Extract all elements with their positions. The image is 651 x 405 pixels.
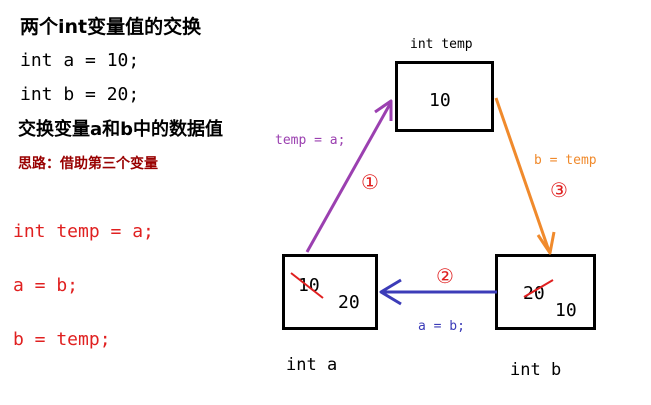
temp-box: 10 (395, 61, 494, 132)
b-new-value: 10 (555, 300, 577, 321)
page-title: 两个int变量值的交换 (20, 16, 202, 38)
a-new-value: 20 (338, 292, 360, 313)
arrow-temp-to-b (494, 97, 556, 255)
arrow-2-text: a = b; (418, 319, 465, 334)
declaration-b: int b = 20; (20, 84, 140, 105)
temp-label: int temp (410, 37, 473, 52)
step-2-marker: ② (436, 264, 454, 288)
step-1-marker: ① (361, 170, 379, 194)
b-strike-mark (523, 279, 554, 298)
step-3-marker: ③ (550, 178, 568, 202)
subtitle: 交换变量a和b中的数据值 (18, 119, 224, 140)
arrow-b-to-a (379, 278, 497, 306)
a-box: 10 20 (282, 254, 378, 330)
arrow-3-text: b = temp (534, 153, 597, 168)
code-step-3: b = temp; (13, 329, 111, 350)
a-label: int a (286, 355, 338, 375)
arrow-1-text: temp = a; (275, 133, 346, 148)
declaration-a: int a = 10; (20, 50, 140, 71)
a-strike-mark (290, 272, 324, 299)
b-box: 20 10 (495, 254, 596, 330)
code-step-2: a = b; (13, 275, 79, 296)
arrow-a-to-temp (305, 99, 393, 253)
code-step-1: int temp = a; (13, 221, 154, 242)
b-label: int b (510, 360, 562, 380)
temp-value: 10 (429, 90, 451, 111)
hint-text: 思路：借助第三个变量 (18, 156, 158, 172)
